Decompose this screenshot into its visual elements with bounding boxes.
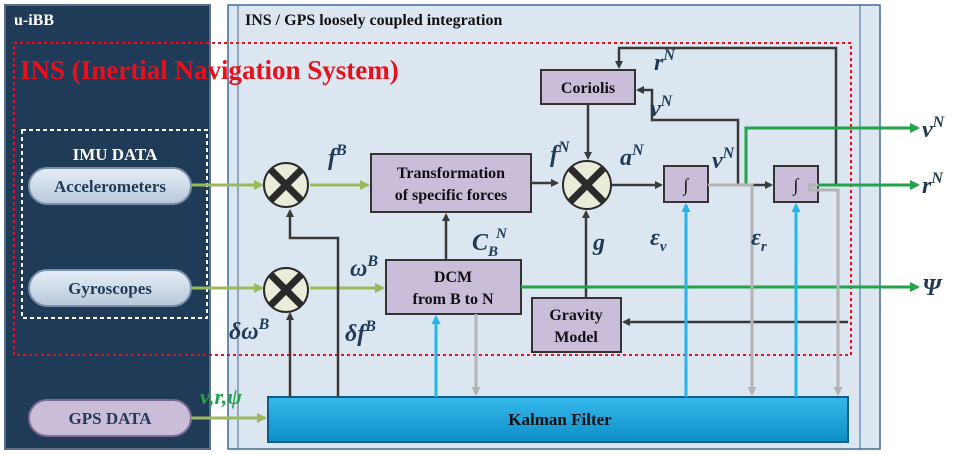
vN-output-arrow: [744, 123, 920, 185]
kalman-to-sum1-arrow: [286, 209, 340, 397]
sum-junction-gyro: [263, 267, 309, 313]
coriolis-label: Coriolis: [561, 80, 615, 97]
vint-to-kalman-arrow: [708, 183, 757, 396]
rint-to-kalman-arrow: [808, 183, 843, 396]
gps-measurements-label: v,r,ψ: [200, 384, 242, 409]
gyroscopes-label: Gyroscopes: [68, 279, 152, 298]
dcm-label-1: DCM: [434, 269, 472, 286]
output-vN: vN: [922, 114, 946, 143]
imu-title: IMU DATA: [73, 145, 159, 164]
signal-aN: aN: [620, 142, 645, 171]
signal-CBN: CBN: [472, 226, 508, 260]
ins-boundary: [13, 42, 852, 356]
gravity-label-2: Model: [554, 329, 598, 346]
u-ibb-title: u-iBB: [14, 12, 54, 29]
signal-g: g: [592, 230, 605, 256]
rN-feedback-arrow: [615, 46, 838, 185]
signal-domegaB: δωB: [229, 316, 270, 345]
gravity-model-block[interactable]: [531, 297, 622, 353]
gravity-label-1: Gravity: [549, 307, 602, 324]
accelerometers-label: Accelerometers: [54, 177, 166, 196]
vN-feedback-arrow: [636, 86, 740, 185]
transformation-label-1: Transformation: [397, 165, 505, 182]
signal-fN: fN: [550, 139, 571, 168]
signal-dfB: δfB: [345, 318, 376, 347]
signal-vN-mid: vN: [712, 145, 736, 174]
sum-junction-accel: [263, 162, 309, 208]
signal-omegaB: ωB: [350, 253, 378, 282]
imu-group: [21, 129, 208, 319]
output-psi: Ψ: [922, 275, 943, 301]
kalman-filter-label: Kalman Filter: [508, 410, 612, 429]
signal-rN-coriolis: rN: [654, 47, 676, 76]
transformation-block[interactable]: [370, 153, 532, 213]
signal-eps-v: εv: [650, 225, 667, 255]
output-rN: rN: [922, 170, 944, 199]
sum-junction-nav: [562, 160, 612, 210]
dcm-label-2: from B to N: [412, 291, 493, 308]
ins-label: INS (Inertial Navigation System): [20, 55, 399, 85]
position-integrator-symbol: ∫: [793, 175, 800, 196]
velocity-integrator-symbol: ∫: [683, 175, 690, 196]
kalman-filter-block[interactable]: [267, 396, 849, 443]
signal-vN-coriolis: vN: [650, 93, 674, 122]
signal-eps-r: εr: [751, 225, 767, 255]
u-ibb-panel: [4, 4, 211, 450]
signal-fB: fB: [328, 142, 347, 171]
integration-title: INS / GPS loosely coupled integration: [245, 12, 502, 29]
gps-data-label: GPS DATA: [69, 409, 153, 428]
transformation-label-2: of specific forces: [395, 187, 508, 204]
dcm-block[interactable]: [385, 259, 522, 315]
